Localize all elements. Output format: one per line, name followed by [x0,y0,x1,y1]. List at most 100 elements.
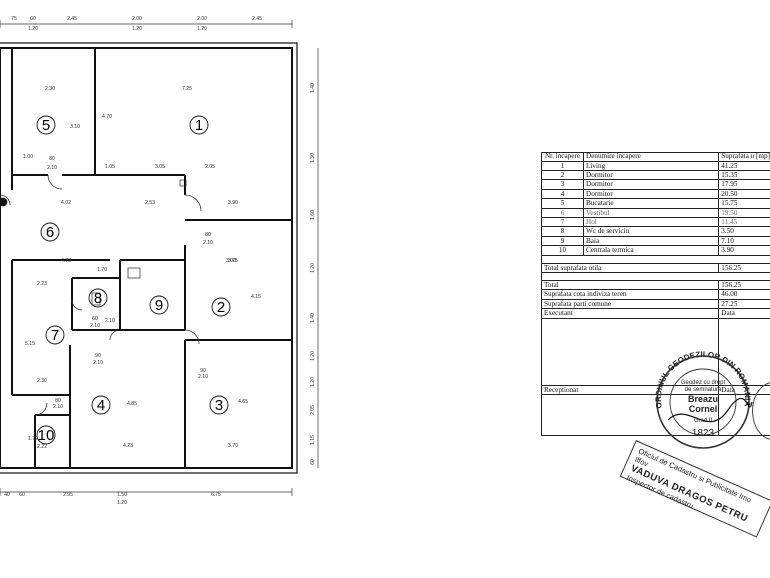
executant-date-area [718,317,770,386]
room-nr-cell: 10 [541,245,584,256]
bottom-dimension-label: 2.95 [63,492,73,498]
right-dimension-label: 1.30 [310,153,316,163]
room-name-cell: Baia [582,235,720,247]
room-dimension-label: 2.10 [105,318,115,324]
door-swings [0,174,202,416]
room-number-label: 4 [97,397,105,414]
room-nr-cell: 8 [541,226,584,237]
seal-line-1: Geodez cu drept [681,380,726,386]
room-name-cell: Hol [582,217,720,228]
room-number-label: 8 [94,290,102,307]
room-dimension-label: 3.10 [70,124,80,130]
land-share-value: 46.00 [718,289,770,300]
room-dimension-label: 2.30 [37,378,47,384]
door-width-label: 2.10 [203,240,213,246]
room-nr-cell: 7 [541,217,584,228]
room-area-table: Nr. incapere Denumire incapere Suprafata… [540,152,770,437]
header-name: Denumire incapere [582,152,720,162]
room-area-cell: 20.50 [718,188,770,200]
room-name-cell: Bucatarie [582,198,720,209]
room-nr-cell: 3 [541,179,584,190]
room-nr-cell: 1 [541,160,584,172]
total-value: 156.25 [718,280,770,291]
room-number-label: 2 [217,299,225,316]
top-dimension-label: 60 [30,16,36,22]
receptionat-label: Receptionat [540,384,720,396]
land-share-label: Suprafata cota indiviza teren [540,289,720,300]
room-name-cell: Vestibul [582,207,720,219]
top-dimension-label: 2.00 [197,16,207,22]
top-dimension-label: 1.20 [28,26,38,32]
door-width-label: 60 [92,316,98,322]
room-dimension-label: 2.05 [205,164,215,170]
land-share-row: Suprafata cota indiviza teren 46.00 [540,289,770,300]
room-number-label: 7 [51,327,59,344]
room-area-cell: 3.90 [718,245,770,256]
room-number-label: 6 [46,224,54,241]
outer-walls [0,42,298,474]
room-number-circle [209,395,229,415]
room-number-circle [88,288,108,308]
room-name-cell: Living [582,160,720,172]
room-number-label: 5 [42,117,50,134]
room-name-cell: Wc de serviciu [582,226,720,237]
total-useful-label: Total suprafata utila [540,262,720,274]
room-dimension-label: 4.02 [61,200,71,206]
bottom-dimension-label: 1.50 [117,492,127,498]
door-width-label: 2.10 [90,323,100,329]
room-dimension-label: 1.72 [28,436,38,442]
door-width-label: 90 [200,368,206,374]
room-number-circle [91,395,111,415]
room-area-cell: 19.50 [718,207,770,219]
interior-walls [11,48,292,468]
room-number-circle [36,115,56,135]
bottom-dimension-label: 40 [4,492,10,498]
top-dimension-label: 1.20 [197,26,207,32]
common-parts-row: Suprafata parti comune 27.25 [540,298,770,310]
top-dimension-label: 75 [11,16,17,22]
right-dimension-label: 1.40 [310,313,316,323]
room-nr-cell: 4 [541,188,584,200]
seal-grade: Grad II [694,418,713,424]
bottom-dimension-label: 1.20 [117,500,127,506]
seal-line-2: de semnatura [685,387,722,393]
room-dimension-label: 2.53 [145,200,155,206]
door-width-label: 2.10 [53,404,63,410]
room-area-cell: 17.95 [718,179,770,190]
room-dimension-label: 2.30 [45,86,55,92]
receptionat-signature-area [540,394,720,437]
room-nr-cell: 5 [541,198,584,209]
total-label: Total [540,280,720,291]
room-dimension-label: 3.00 [226,258,236,264]
room-dimension-label: 4.72 [61,258,71,264]
room-dimension-label: 1.70 [97,267,107,273]
room-dimension-label: 3.90 [228,200,238,206]
room-area-cell: 11.45 [718,217,770,228]
header-nr: Nr. incapere [541,152,584,162]
right-dimension-label: 1.40 [310,83,316,93]
room-name-cell: Dormitor [582,179,720,190]
right-dimension-label: 1.20 [310,263,316,273]
header-area: Suprafata u [mp] [718,152,770,162]
room-area-cell: 15.75 [718,198,770,209]
room-dimension-label: 1.00 [23,154,33,160]
receptionat-row: Receptionat Data [540,384,770,396]
room-area-cell: 3.50 [718,226,770,237]
total-useful-value: 156.25 [718,262,770,274]
fixtures [0,179,187,306]
table-header-row: Nr. incapere Denumire incapere Suprafata… [541,152,770,162]
room-area-cell: 41.25 [718,160,770,172]
door-width-label: 2.10 [198,374,208,380]
common-parts-label: Suprafata parti comune [540,298,720,310]
room-name-cell: Dormitor [582,188,720,200]
room-name-cell: Centrala termica [582,245,720,256]
room-number-label: 10 [38,427,55,444]
